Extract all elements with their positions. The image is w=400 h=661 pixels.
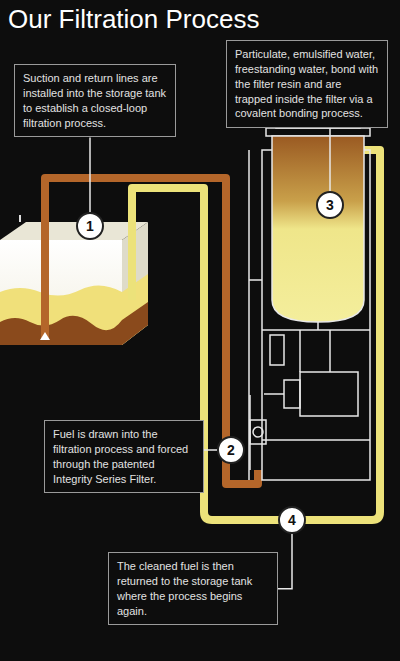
callout-digit: 4 — [288, 512, 296, 528]
filter-vessel — [266, 112, 370, 322]
callout-number: 1 — [76, 212, 104, 240]
callout-number: 2 — [217, 436, 245, 464]
leader-line — [204, 449, 217, 451]
callout-box: The cleaned fuel is then returned to the… — [108, 552, 278, 625]
callout-number: 3 — [316, 191, 344, 219]
leader-line — [89, 137, 91, 212]
callout-digit: 2 — [227, 442, 235, 458]
callout-text: The cleaned fuel is then returned to the… — [117, 559, 269, 618]
tank-top — [0, 222, 148, 240]
sludge — [0, 302, 148, 345]
callout-text: Suction and return lines are installed i… — [23, 71, 167, 130]
callout-box: Suction and return lines are installed i… — [14, 64, 176, 137]
page-title: Our Filtration Process — [8, 4, 259, 35]
callout-box: Particulate, emulsified water, freestand… — [226, 40, 388, 128]
callout-digit: 3 — [326, 197, 334, 213]
callout-box: Fuel is drawn into the filtration proces… — [44, 420, 204, 493]
callout-digit: 1 — [86, 218, 94, 234]
leader-line — [278, 534, 292, 589]
callout-number: 4 — [278, 506, 306, 534]
fuel — [0, 274, 148, 345]
callout-text: Fuel is drawn into the filtration proces… — [53, 427, 195, 486]
callout-text: Particulate, emulsified water, freestand… — [235, 47, 379, 121]
leader-line — [329, 128, 331, 191]
